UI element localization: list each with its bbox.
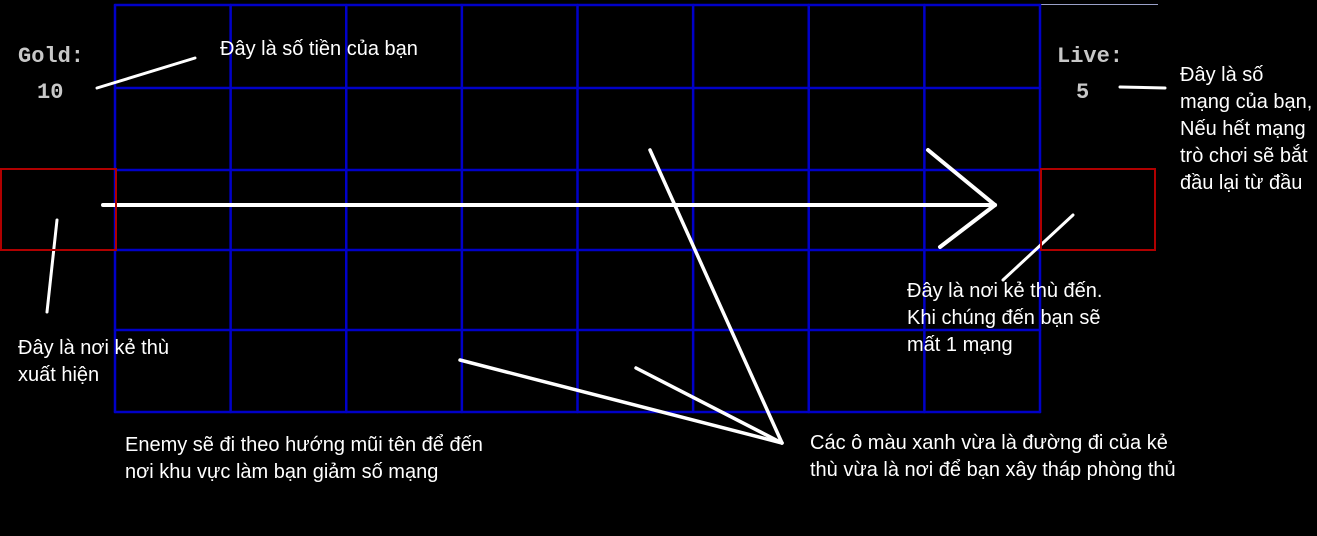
enemy-goal-zone <box>1040 168 1156 251</box>
path-note: Enemy sẽ đi theo hướng mũi tên để đến nơ… <box>125 434 483 483</box>
goal-note: Đây là nơi kẻ thù đến. Khi chúng đến bạn… <box>907 280 1103 356</box>
arrow-head-lower <box>938 203 997 249</box>
arrow-head-upper <box>926 148 997 207</box>
spawn-note: Đây là nơi kẻ thù xuất hiện <box>18 337 169 386</box>
enemy-spawn-zone <box>0 168 117 251</box>
live-value: 5 <box>1076 80 1090 105</box>
gold-value: 10 <box>37 80 64 105</box>
tiles-pointer-line-1 <box>648 148 784 445</box>
spawn-pointer-line <box>45 218 59 314</box>
tiles-note: Các ô màu xanh vừa là đường đi của kẻ th… <box>810 432 1176 481</box>
live-label: Live: <box>1057 44 1124 69</box>
lives-pointer-line <box>1118 85 1167 90</box>
goal-pointer-line <box>1001 213 1075 282</box>
gold-pointer-line <box>95 56 197 90</box>
lives-note: Đây là số mạng của bạn, Nếu hết mạng trò… <box>1180 64 1313 194</box>
tiles-pointer-line-2 <box>458 358 784 445</box>
gold-label: Gold: <box>18 44 85 69</box>
tiles-pointer-line-3 <box>634 366 784 445</box>
gold-note: Đây là số tiền của bạn <box>220 38 418 60</box>
